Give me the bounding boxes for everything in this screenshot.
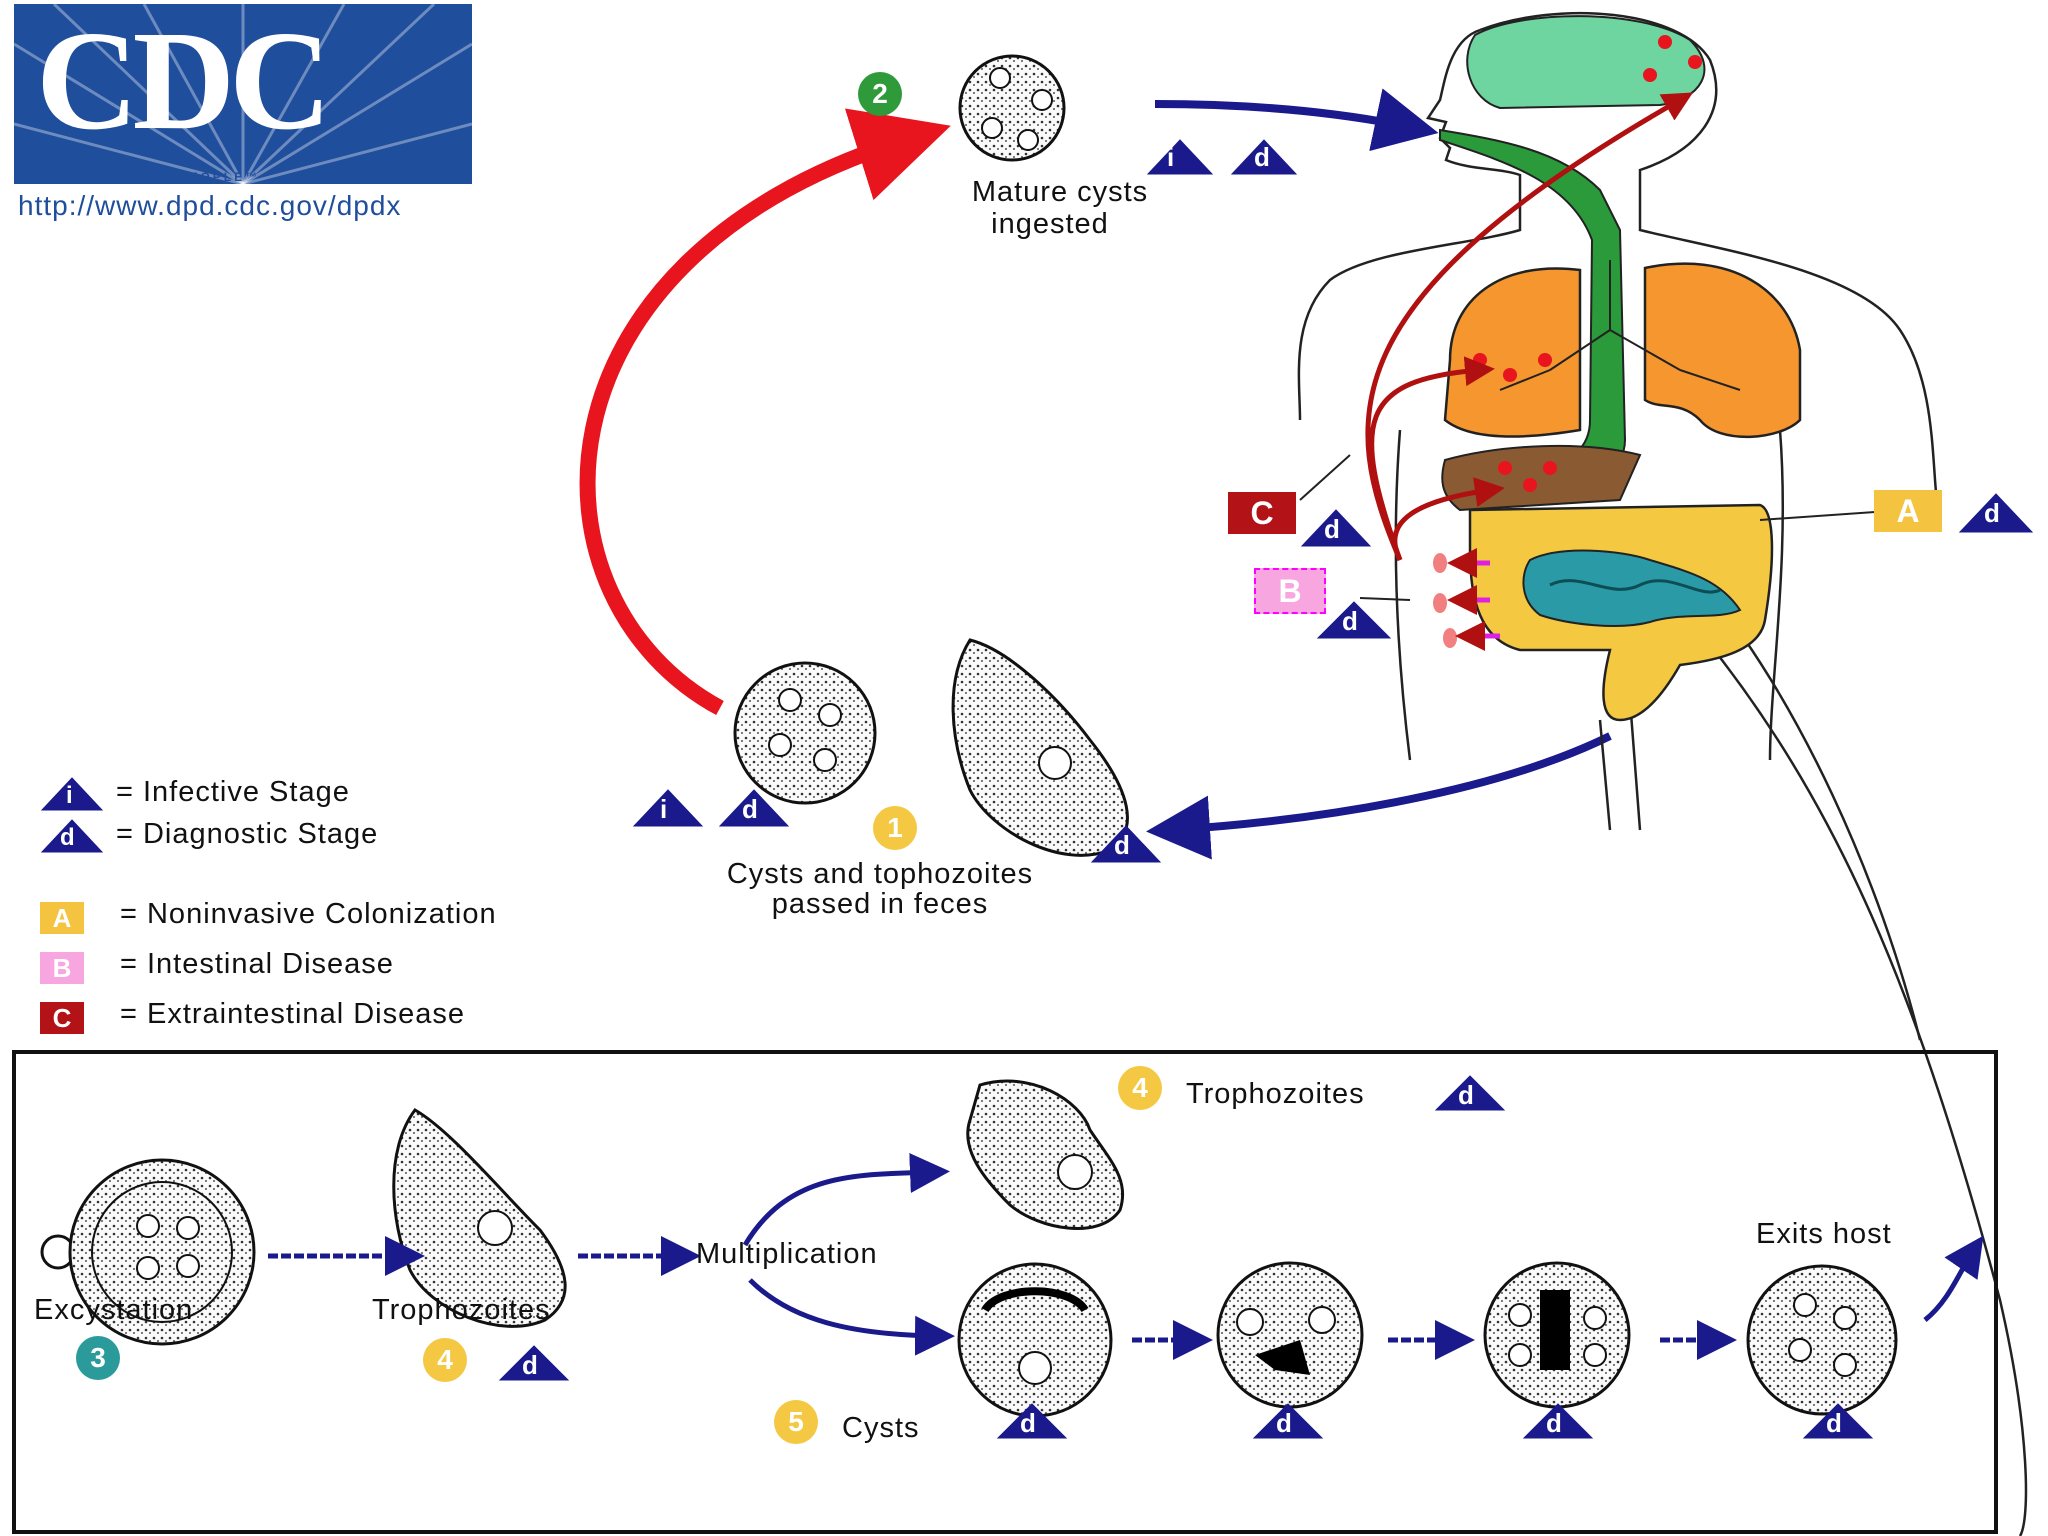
excystation-label: Excystation: [34, 1294, 194, 1326]
tri-i-stage2: i: [1167, 142, 1176, 172]
stage-2-caption-line1: Mature cysts: [971, 176, 1149, 208]
trophozoite-stage-4-bottom: [392, 1108, 567, 1328]
tri-i-legend: i: [66, 782, 74, 809]
cdc-url-link[interactable]: http://www.dpd.cdc.gov/dpdx: [18, 190, 402, 221]
cyst-sequence-2: [1216, 1261, 1364, 1409]
legend-key-C: C: [40, 1002, 84, 1034]
tri-d-B: d: [1342, 606, 1359, 636]
stage-1-badge: 1: [873, 806, 917, 850]
human-body: [1297, 11, 2028, 1536]
magenta-arrows: [1447, 548, 1500, 651]
trophozoites-label-top: Trophozoites: [1186, 1078, 1365, 1110]
cyst-sequence-3: [1483, 1261, 1631, 1409]
trophozoite-stage-4-top: [966, 1079, 1125, 1230]
brain: [1466, 15, 1706, 110]
trophozoites-label-bottom: Trophozoites: [372, 1294, 551, 1326]
tri-d-stage2: d: [1254, 142, 1271, 172]
liver-lesions: [1498, 461, 1557, 492]
tri-d-cyst-2: d: [1276, 1408, 1293, 1438]
legend-key-A: A: [40, 902, 84, 934]
inset-arrows: [268, 1236, 1737, 1360]
stage-1-caption-line2: passed in feces: [771, 888, 989, 920]
tri-d-cyst-3: d: [1546, 1408, 1563, 1438]
exits-host-label: Exits host: [1756, 1218, 1892, 1250]
stage-2-caption-line2: ingested: [991, 208, 1109, 240]
tri-d-A: d: [1984, 498, 2001, 528]
dissemination-arrows: [1365, 92, 1694, 562]
logo-tagline: SAFER·HEALTHIER·PEOPLE™: [14, 170, 261, 184]
stage-4-badge-bottom: 4: [423, 1338, 467, 1382]
cdc-logo: CDC: [14, 4, 472, 184]
legend-key-B: B: [40, 952, 84, 984]
inset-box: [12, 1050, 1998, 1534]
brain-lesions: [1643, 35, 1702, 82]
stage-4-badge-top: 4: [1118, 1066, 1162, 1110]
stage-3-badge: 3: [76, 1336, 120, 1380]
tri-d-troph-bottom: d: [522, 1350, 539, 1380]
multiplication-label: Multiplication: [696, 1238, 878, 1270]
tri-d-C: d: [1324, 514, 1341, 544]
legend-diagnostic: = Diagnostic Stage: [116, 818, 379, 850]
tri-d-cyst-4: d: [1826, 1408, 1843, 1438]
to-feces-arrow: [1146, 732, 1612, 860]
disease-box-C: C: [1228, 492, 1296, 534]
legend-A: = Noninvasive Colonization: [120, 898, 497, 930]
ingestion-arrow: [579, 108, 951, 716]
legend-infective: = Infective Stage: [116, 776, 350, 808]
logo-rays: [14, 4, 472, 184]
left-lung: [1443, 267, 1582, 438]
tri-d-troph-top: d: [1458, 1080, 1475, 1110]
disease-box-B: B: [1254, 568, 1326, 614]
diagnostic-triangles: [40, 139, 2034, 1439]
tri-d-stage1-cyst: d: [742, 794, 759, 824]
cyst-sequence-1: [957, 1262, 1113, 1418]
cyst-stage-1: [733, 661, 877, 805]
trophozoite-stage-1: [951, 638, 1129, 857]
stage-1-caption-line1: Cysts and tophozoites: [726, 858, 1034, 890]
tri-d-cyst-1: d: [1020, 1408, 1037, 1438]
tri-d-stage1-troph: d: [1114, 830, 1131, 860]
liver: [1441, 444, 1642, 512]
cyst-sequence-4: [1746, 1264, 1898, 1416]
right-lung: [1643, 262, 1802, 439]
tri-d-legend: d: [60, 824, 76, 851]
to-mouth-arrow: [1154, 88, 1439, 152]
tri-i-stage1: i: [660, 794, 669, 824]
colon-lesions: [1433, 553, 1457, 648]
stage-2-badge: 2: [858, 72, 902, 116]
disease-box-A: A: [1874, 490, 1942, 532]
logo-letters: CDC: [36, 4, 332, 159]
stage-5-badge: 5: [774, 1400, 818, 1444]
legend-B: = Intestinal Disease: [120, 948, 394, 980]
mature-cyst-stage-2: [958, 54, 1066, 162]
cysts-label: Cysts: [842, 1412, 920, 1444]
excystation-cyst: [40, 1158, 256, 1346]
legend-C: = Extraintestinal Disease: [120, 998, 465, 1030]
